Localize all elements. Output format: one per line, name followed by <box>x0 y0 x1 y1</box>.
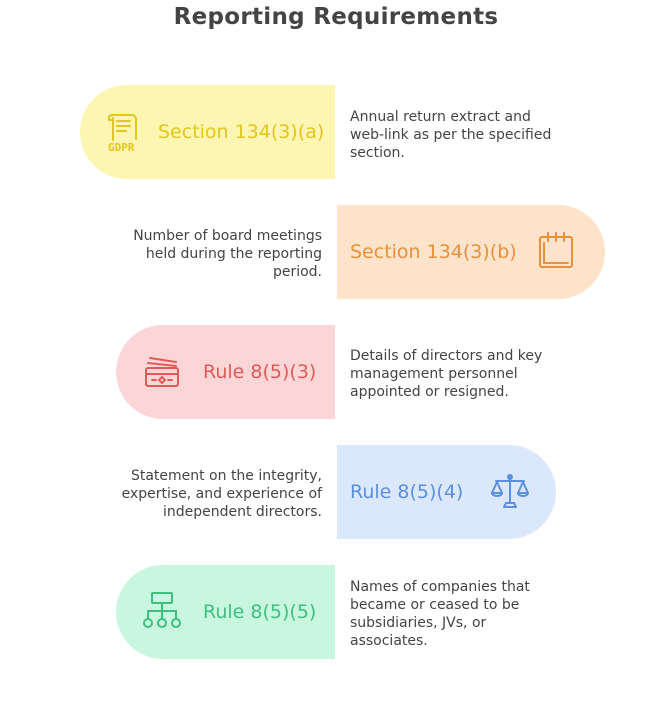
requirement-description: Number of board meetings held during the… <box>133 228 322 280</box>
requirement-pill-rule-8-5-4: Rule 8(5)(4) <box>337 445 556 539</box>
requirement-description: Statement on the integrity, expertise, a… <box>121 468 322 520</box>
calendar-icon <box>534 229 578 273</box>
scales-icon <box>488 469 532 513</box>
requirement-pill-rule-8-5-3: Rule 8(5)(3) <box>116 325 335 419</box>
requirement-label: Rule 8(5)(5) <box>203 601 317 623</box>
requirement-label: Section 134(3)(b) <box>350 241 517 263</box>
requirement-pill-section-134-3-a: GDPR Section 134(3)(a) <box>80 85 335 179</box>
requirement-label: Rule 8(5)(3) <box>203 361 317 383</box>
diagram-title: Reporting Requirements <box>173 4 499 30</box>
requirement-pill-section-134-3-b: Section 134(3)(b) <box>337 205 605 299</box>
requirement-label: Section 134(3)(a) <box>158 121 325 143</box>
id-cards-icon <box>140 349 184 393</box>
org-chart-icon <box>140 589 184 633</box>
requirement-description: Names of companies that became or ceased… <box>350 579 530 649</box>
requirement-pill-rule-8-5-5: Rule 8(5)(5) <box>116 565 335 659</box>
gdpr-document-icon: GDPR <box>106 109 150 153</box>
svg-text:GDPR: GDPR <box>108 141 135 153</box>
requirement-description: Details of directors and key management … <box>350 348 543 400</box>
requirement-description: Annual return extract and web-link as pe… <box>350 109 552 161</box>
requirement-label: Rule 8(5)(4) <box>350 481 464 503</box>
